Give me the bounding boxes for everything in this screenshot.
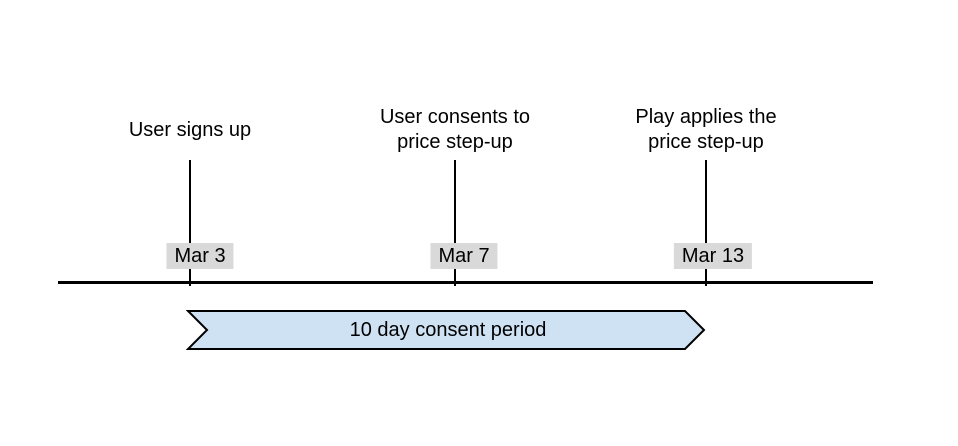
event-title-play-applies: Play applies the price step-up — [635, 106, 777, 153]
event-tick-mar-13 — [705, 160, 707, 286]
date-badge-mar-7: Mar 7 — [430, 243, 498, 269]
event-title-user-consents: User consents to price step-up — [379, 106, 531, 153]
consent-period-label: 10 day consent period — [349, 318, 547, 341]
event-tick-mar-3 — [189, 160, 191, 286]
consent-period-banner-shape — [186, 310, 706, 350]
event-tick-mar-7 — [454, 160, 456, 286]
date-badge-mar-3: Mar 3 — [166, 243, 234, 269]
date-badge-mar-13: Mar 13 — [673, 243, 753, 269]
event-title-user-signs-up: User signs up — [128, 118, 252, 141]
chevron-banner-polygon — [186, 310, 706, 350]
timeline-axis — [58, 281, 873, 284]
